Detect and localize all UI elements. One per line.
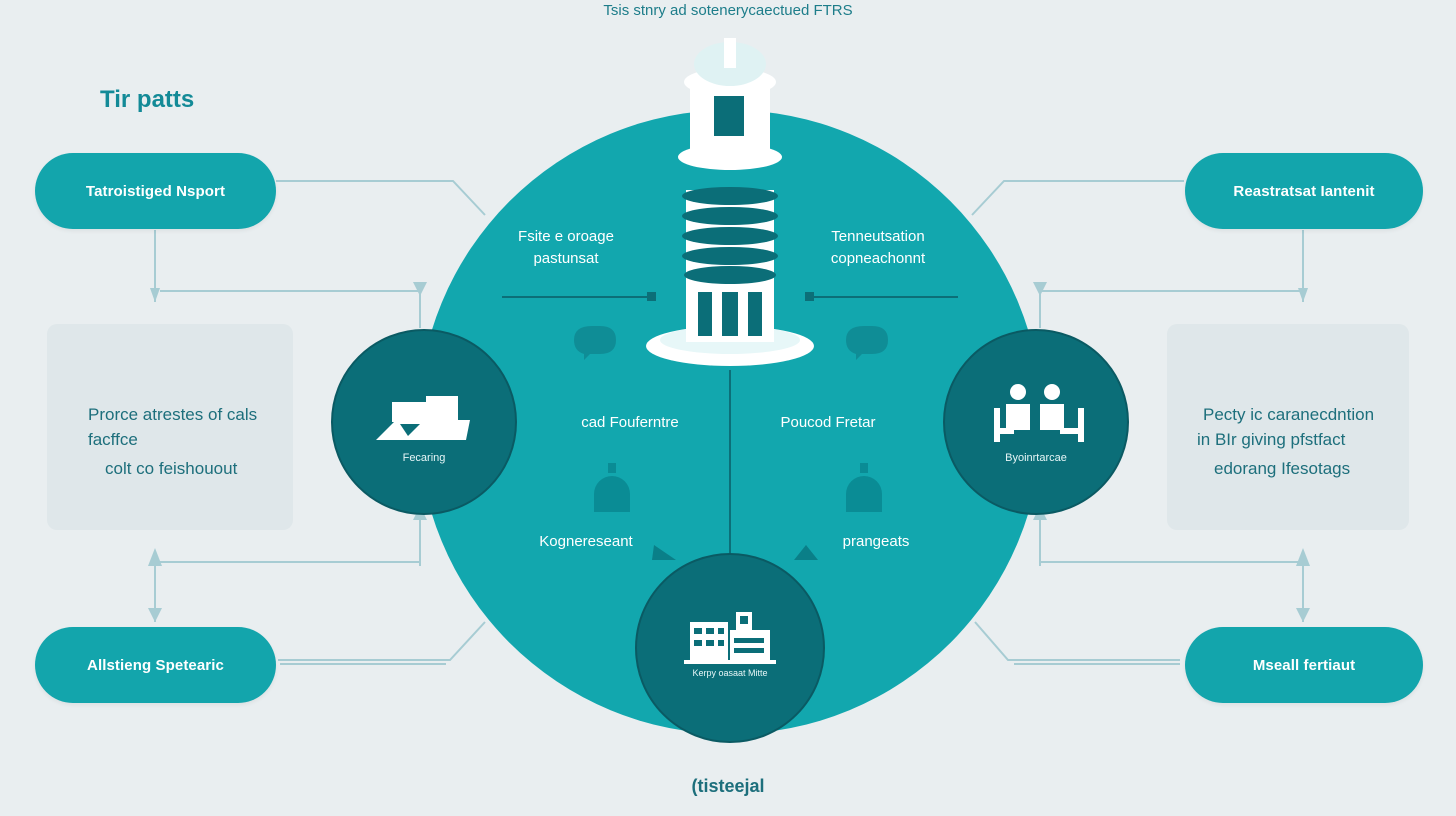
circle-label-upper-right-1: Tenneutsation	[831, 228, 925, 245]
right-panel-line-2: in BIr giving pfstfact	[1197, 430, 1346, 449]
circle-label-mid-left: cad Fouferntre	[581, 414, 679, 431]
node-bottom-label: Kerpy oasaat Mitte	[692, 668, 768, 678]
lighthouse-tower-icon	[646, 38, 814, 366]
right-panel-line-3: edorang Ifesotags	[1214, 459, 1351, 478]
right-info-panel: Pecty ic caranecdntion in BIr giving pfs…	[1167, 324, 1409, 530]
footer-label: (tisteejal	[691, 776, 765, 796]
bell-icon	[846, 463, 882, 512]
right-panel-line-1: Pecty ic caranecdntion	[1203, 405, 1375, 424]
pill-bottom-right[interactable]: Mseall fertiaut	[1185, 627, 1423, 703]
circle-label-upper-left-2: pastunsat	[533, 250, 599, 267]
left-panel-line-2: facffce	[88, 430, 138, 449]
left-panel-line-1: Prorce atrestes of cals	[88, 405, 258, 424]
left-info-panel: Prorce atrestes of cals facffce colt co …	[47, 324, 293, 530]
buildings-icon	[376, 396, 470, 440]
chat-icon	[574, 326, 616, 360]
people-icon	[994, 384, 1084, 442]
line-node	[647, 292, 656, 301]
bell-icon	[594, 463, 630, 512]
node-left-label: Fecaring	[402, 452, 446, 464]
chat-icon	[846, 326, 888, 360]
pointer-triangle	[794, 545, 818, 560]
page-title: Tir patts	[100, 86, 195, 113]
inner-lines	[502, 296, 958, 560]
office-buildings-icon	[684, 612, 776, 664]
pill-bottom-left[interactable]: Allstieng Spetearic	[35, 627, 276, 703]
circle-label-mid-right: Poucod Fretar	[780, 414, 876, 431]
pill-top-left[interactable]: Tatroistiged Nsport	[35, 153, 276, 229]
pill-top-right[interactable]: Reastratsat Iantenit	[1185, 153, 1423, 229]
connector-lines-left	[154, 180, 486, 665]
top-caption: Tsis stnry ad sotenerycaectued FTRS	[603, 2, 853, 19]
line-node	[805, 292, 814, 301]
node-right	[943, 329, 1129, 515]
circle-label-upper-left-1: Fsite e oroage	[518, 228, 614, 245]
pointer-triangle	[652, 545, 676, 560]
circle-label-low-left: Kognereseant	[539, 533, 633, 550]
connector-lines-right	[971, 180, 1304, 665]
node-right-label: Byoinrtarcae	[1005, 452, 1067, 464]
left-panel-line-3: colt co feishouout	[105, 459, 238, 478]
circle-label-low-right: prangeats	[842, 533, 910, 550]
circle-label-upper-right-2: copneachonnt	[830, 250, 926, 267]
